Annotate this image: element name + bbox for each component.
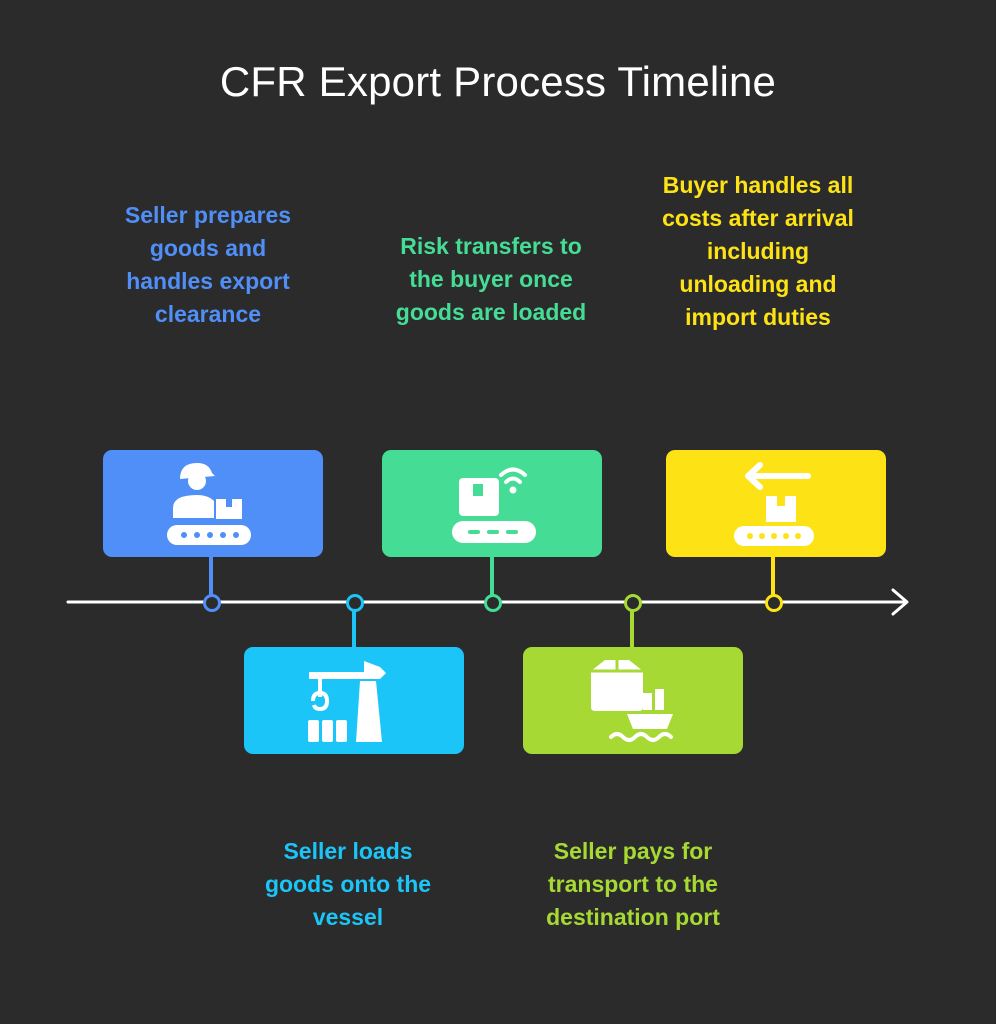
- step-1-node: [203, 594, 221, 612]
- step-3-card: [382, 450, 602, 557]
- step-5-node: [765, 594, 783, 612]
- step-2-connector: [352, 608, 356, 648]
- step-4-node: [624, 594, 642, 612]
- step-4-connector: [630, 608, 634, 648]
- step-1-card: [103, 450, 323, 557]
- step-3-connector: [490, 557, 494, 597]
- step-4-caption: Seller pays for transport to the destina…: [546, 838, 720, 930]
- step-3-caption: Risk transfers to the buyer once goods a…: [395, 233, 587, 325]
- step-3-node: [484, 594, 502, 612]
- step-5-connector: [771, 557, 775, 597]
- step-5-card: [666, 450, 886, 557]
- arrow-head-icon: [891, 588, 909, 616]
- step-1-connector: [209, 557, 213, 597]
- return-conveyor-icon: [734, 462, 814, 546]
- step-2-node: [346, 594, 364, 612]
- cargo-ship-icon: [591, 660, 673, 742]
- diagram-title: CFR Export Process Timeline: [219, 58, 777, 105]
- wireless-conveyor-icon: [452, 467, 536, 543]
- step-2-card: [244, 647, 464, 754]
- step-1-caption: Seller prepares goods and handles export…: [124, 202, 292, 327]
- step-2-caption: Seller loads goods onto the vessel: [264, 838, 432, 930]
- worker-conveyor-icon: [167, 463, 251, 545]
- crane-icon: [308, 661, 386, 742]
- step-5-caption: Buyer handles all costs after arrival in…: [662, 172, 854, 330]
- step-4-card: [523, 647, 743, 754]
